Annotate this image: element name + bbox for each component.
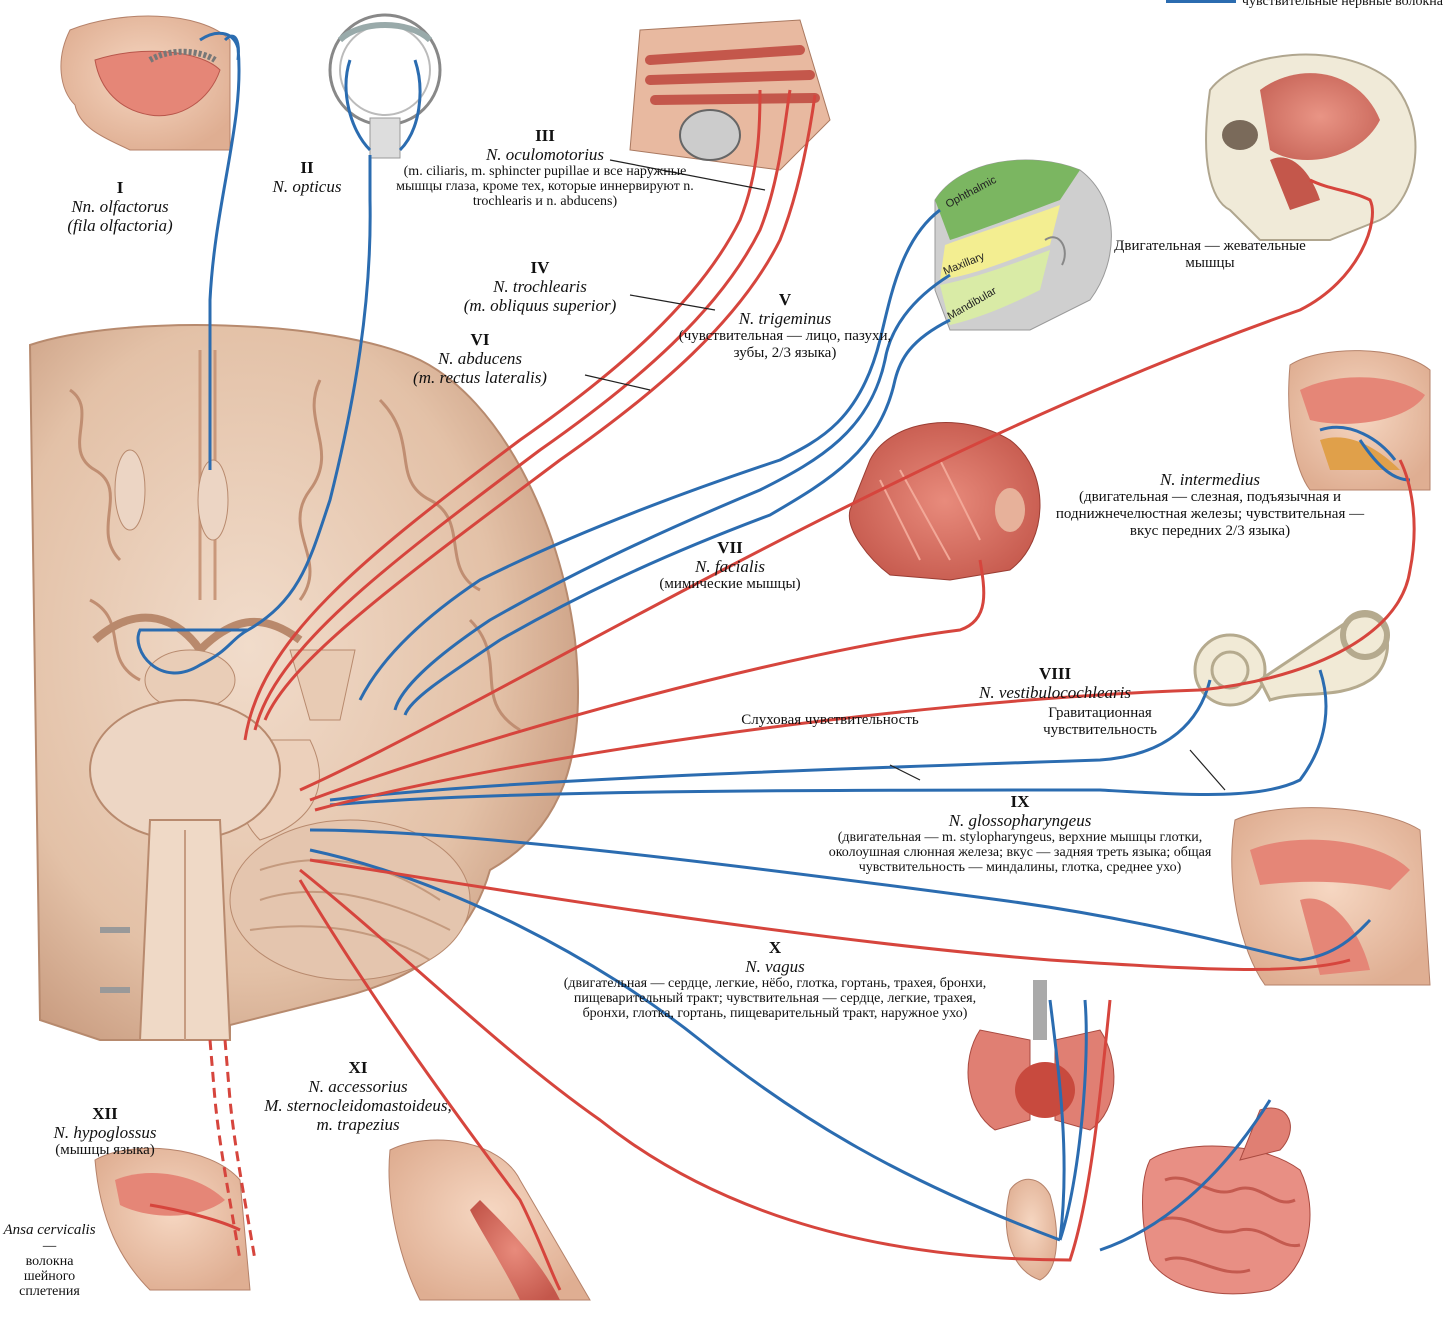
- nerve-label-V: V N. trigeminus (чувствительная — лицо, …: [670, 290, 900, 362]
- ansa-cervicalis-name: Ansa cervicalis —: [2, 1222, 97, 1254]
- nerve-number: III: [380, 126, 710, 145]
- nerve-name: N. vagus: [560, 957, 990, 976]
- nerve-name: N. oculomotorius: [380, 145, 710, 164]
- nerve-label-VIII: VIII N. vestibulocochlearis: [930, 664, 1180, 702]
- nerve-number: XII: [0, 1104, 210, 1123]
- nerve-label-VII: VII N. facialis (мимические мышцы): [600, 538, 860, 593]
- nerve-number: VI: [380, 330, 580, 349]
- ansa-cervicalis-description: волокна шейного сплетения: [2, 1254, 97, 1299]
- nerve-name: N. vestibulocochlearis: [930, 683, 1180, 702]
- nerve-description: (двигательная — сердце, легкие, нёбо, гл…: [560, 976, 990, 1021]
- nerve-name: N. accessorius: [258, 1077, 458, 1096]
- nerve-intermedius-description: (двигательная — слезная, подъязычная и п…: [1040, 489, 1380, 540]
- nerve-description: (мышцы языка): [0, 1142, 210, 1159]
- nerve-name: N. trochlearis: [420, 277, 660, 296]
- nerve-description: (мимические мышцы): [600, 576, 860, 593]
- nerve-number: XI: [258, 1058, 458, 1077]
- nerve-label-VIII-hearing: Слуховая чувствительность: [725, 712, 935, 729]
- nerve-description: (fila olfactoria): [20, 216, 220, 235]
- nerve-label-XII: XII N. hypoglossus (мышцы языка): [0, 1104, 210, 1159]
- inner-ear-illustration: [1195, 613, 1387, 705]
- nerve-number: IX: [810, 792, 1230, 811]
- nerve-name: N. hypoglossus: [0, 1123, 210, 1142]
- nerve-label-IV: IV N. trochlearis (m. obliquus superior): [420, 258, 660, 315]
- nerve-name: Nn. olfactorus: [20, 197, 220, 216]
- nerve-name: N. facialis: [600, 557, 860, 576]
- nerve-motor-description: Двигательная — жевательные мышцы: [1090, 238, 1330, 272]
- facial-muscles-head-illustration: [849, 423, 1040, 580]
- nerve-name: N. abducens: [380, 349, 580, 368]
- nerve-description: (чувствительная — лицо, пазухи, зубы, 2/…: [670, 328, 900, 362]
- nerve-gravity-description: Гравитационная чувствительность: [1020, 705, 1180, 739]
- nerve-number: VII: [600, 538, 860, 557]
- nerve-number: V: [670, 290, 900, 309]
- nerve-label-III: III N. oculomotorius (m. ciliaris, m. sp…: [380, 126, 710, 209]
- nerve-label-XI: XI N. accessorius M. sternocleidomastoid…: [258, 1058, 458, 1134]
- nerve-muscle-1: M. sternocleidomastoideus,: [258, 1096, 458, 1115]
- nerve-description: (m. obliquus superior): [420, 296, 660, 315]
- nerve-number: II: [242, 158, 372, 177]
- trigeminal-head-illustration: Ophthalmic Maxillary Mandibular: [935, 160, 1111, 330]
- nerve-label-VII-intermedius: N. intermedius (двигательная — слезная, …: [1040, 470, 1380, 540]
- nerve-intermedius-name: N. intermedius: [1040, 470, 1380, 489]
- intestines-illustration: [1143, 1108, 1311, 1294]
- nerve-label-VI: VI N. abducens (m. rectus lateralis): [380, 330, 580, 387]
- nerve-label-V-motor: Двигательная — жевательные мышцы: [1090, 238, 1330, 272]
- nerve-hearing-description: Слуховая чувствительность: [725, 712, 935, 729]
- nerve-number: X: [560, 938, 990, 957]
- nerve-description: (m. ciliaris, m. sphincter pupillae и вс…: [380, 164, 710, 209]
- skull-illustration: [1206, 55, 1415, 240]
- nerve-number: VIII: [930, 664, 1180, 683]
- pharynx-section-illustration: [1232, 808, 1430, 985]
- neck-illustration: [389, 1140, 590, 1300]
- nerve-number: I: [20, 178, 220, 197]
- nerve-description: (двигательная — m. stylopharyngeus, верх…: [810, 830, 1230, 875]
- nerve-number: IV: [420, 258, 660, 277]
- nerve-description: (m. rectus lateralis): [380, 368, 580, 387]
- nerve-name: N. trigeminus: [670, 309, 900, 328]
- nerve-label-IX: IX N. glossopharyngeus (двигательная — m…: [810, 792, 1230, 875]
- mouth-section-illustration: [95, 1148, 250, 1290]
- nerve-label-I: I Nn. olfactorus (fila olfactoria): [20, 178, 220, 235]
- nerve-label-X: X N. vagus (двигательная — сердце, легки…: [560, 938, 990, 1021]
- nerve-name: N. glossopharyngeus: [810, 811, 1230, 830]
- brain-base: [30, 325, 578, 1040]
- nerve-label-VIII-gravity: Гравитационная чувствительность: [1020, 705, 1180, 739]
- nerve-muscle-2: m. trapezius: [258, 1115, 458, 1134]
- nerve-label-II: II N. opticus: [242, 158, 372, 196]
- nerve-name: N. opticus: [242, 177, 372, 196]
- ansa-cervicalis-label: Ansa cervicalis — волокна шейного сплете…: [2, 1222, 97, 1299]
